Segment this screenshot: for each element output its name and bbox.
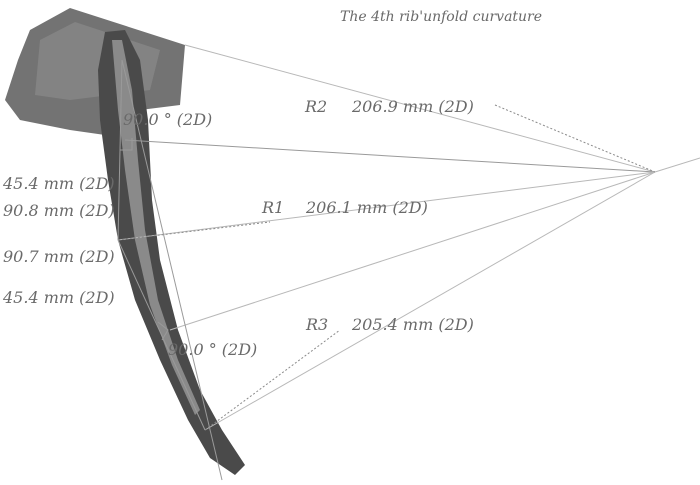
r2-dotted [494, 104, 656, 173]
r2-value: 206.9 mm (2D) [351, 97, 474, 116]
chord-mid-to-bottom [117, 239, 206, 431]
ray-lower [169, 171, 656, 331]
upper-half-length: 45.4 mm (2D) [2, 174, 115, 193]
ray-bottom [204, 171, 656, 431]
radius-rays [117, 44, 700, 431]
angle-bottom-label: 90.0 ° (2D) [168, 340, 257, 359]
angle-top-label: 90.0 ° (2D) [123, 110, 212, 129]
ray-top-perp [124, 139, 656, 173]
right-angle-bottom-marker [157, 321, 169, 341]
ray-top [184, 44, 656, 173]
rib-highlight [112, 40, 200, 415]
lower-chord-length: 90.7 mm (2D) [3, 247, 115, 266]
lower-half-length: 45.4 mm (2D) [2, 288, 115, 307]
r1-value: 206.1 mm (2D) [305, 198, 428, 217]
r2-label: R2 [304, 97, 327, 116]
rib-image [5, 8, 245, 475]
chord-full [121, 59, 223, 481]
r3-dotted [204, 329, 341, 431]
upper-chord-length: 90.8 mm (2D) [3, 201, 115, 220]
r3-label: R3 [305, 315, 328, 334]
ray-mid [117, 171, 656, 241]
right-angle-top-marker [120, 138, 133, 151]
radius-dotted-lines [117, 104, 656, 431]
chord-lines [117, 59, 223, 481]
r1-dotted [117, 221, 271, 241]
ray-extension [654, 157, 700, 173]
r1-label: R1 [261, 198, 284, 217]
figure-title: The 4th rib'unfold curvature [340, 9, 542, 25]
r3-value: 205.4 mm (2D) [351, 315, 474, 334]
